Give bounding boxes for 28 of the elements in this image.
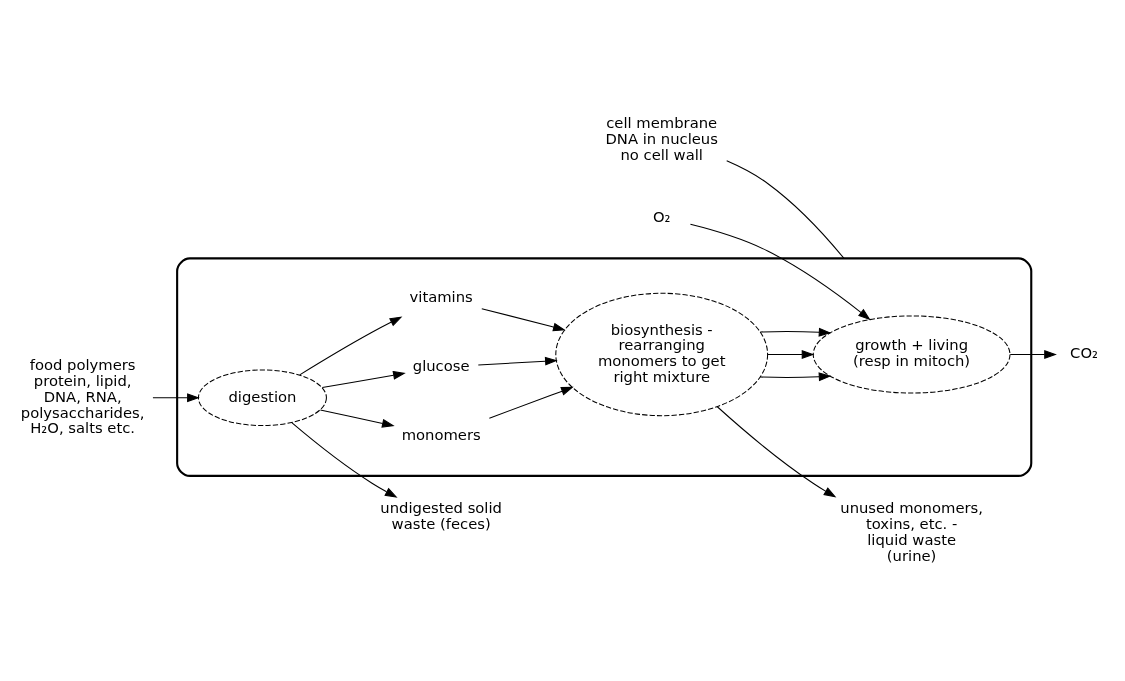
arrow [759, 327, 832, 337]
node-ellipse: digestion [197, 369, 327, 427]
arrow [291, 422, 398, 498]
arrow [481, 308, 566, 332]
connector [726, 160, 845, 259]
arrow [767, 350, 815, 359]
node-text: unused monomers, toxins, etc. - liquid waste (urine) [840, 499, 983, 564]
arrow [1009, 350, 1057, 359]
node-ellipse: biosynthesis - rearranging monomers to get right mixture [555, 292, 769, 417]
node-text: monomers [401, 425, 481, 443]
node-ellipse: growth + living (resp in mitoch) [812, 315, 1011, 394]
arrow [321, 370, 406, 389]
arrow [299, 316, 403, 376]
arrow [488, 386, 574, 419]
node-text: undigested solid waste (feces) [380, 499, 502, 532]
arrow [689, 223, 871, 321]
arrow [477, 356, 558, 366]
arrow [152, 393, 200, 403]
cluster [176, 257, 1033, 477]
node-text: vitamins [409, 288, 473, 306]
node-text: O₂ [652, 208, 671, 226]
node-text: food polymers protein, lipid, DNA, RNA, polysaccharides, H₂O, salts etc. [20, 356, 145, 437]
node-text: CO₂ [1070, 344, 1098, 362]
arrow [759, 372, 832, 382]
arrow [319, 409, 395, 428]
arrow [716, 406, 837, 498]
node-text: glucose [412, 357, 470, 375]
node-text: cell membrane DNA in nucleus no cell wall [605, 114, 718, 163]
